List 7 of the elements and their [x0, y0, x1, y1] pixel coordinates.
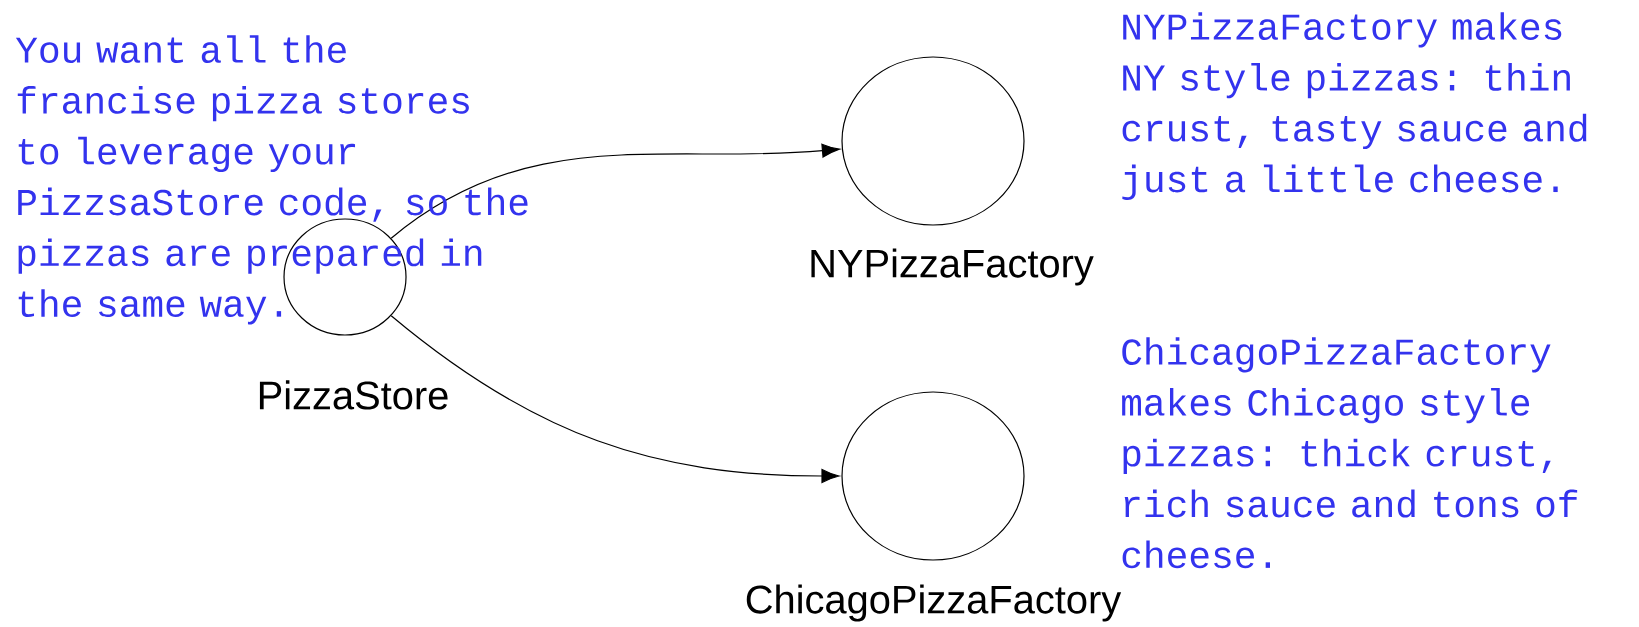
- arrow: [390, 315, 840, 484]
- note: NYPizzaFactory makes NY style pizzas: thin crust, tasty sauce and just a little cheese.: [1122, 12, 1587, 200]
- node-label: PizzaStore: [259, 380, 448, 410]
- note: ChicagoPizzaFactory makes Chicago style pizzas: thick crust, rich sauce and tons of cheese.: [1122, 337, 1578, 569]
- node-label: ChicagoPizzaFactory: [746, 584, 1122, 622]
- node-label: NYPizzaFactory: [811, 248, 1094, 286]
- arrow: [390, 143, 840, 239]
